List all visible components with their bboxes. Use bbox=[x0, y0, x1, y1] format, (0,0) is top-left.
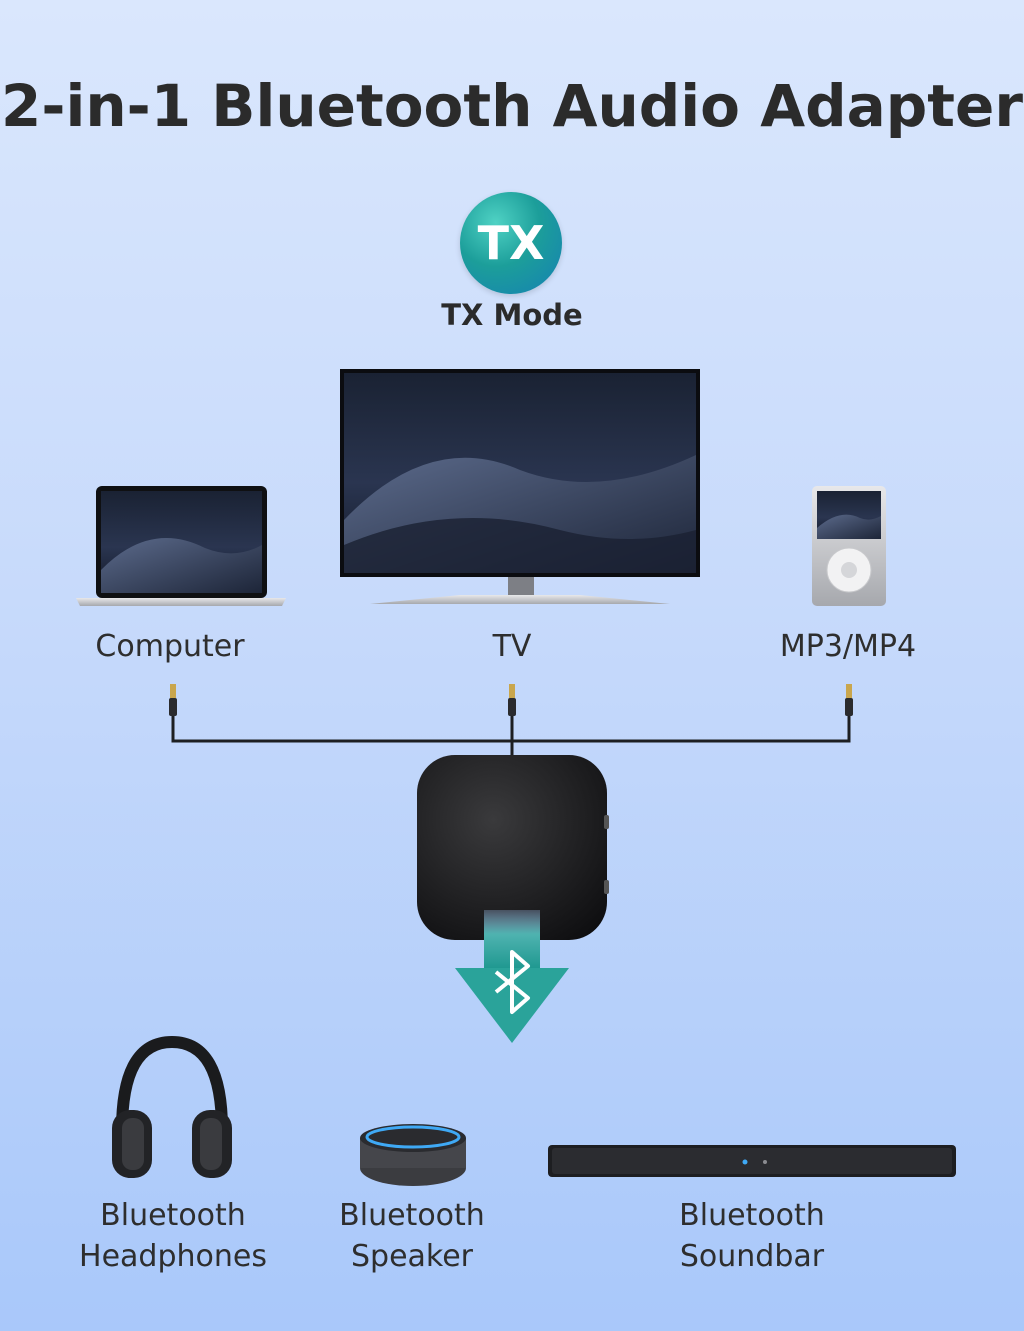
target-line2: Soundbar bbox=[679, 1239, 825, 1274]
smart-speaker-icon bbox=[360, 1124, 466, 1186]
soundbar-icon bbox=[548, 1145, 956, 1177]
source-label-tv: TV bbox=[492, 629, 532, 664]
mp3-player-icon bbox=[812, 486, 886, 606]
bluetooth-icon bbox=[494, 950, 530, 1014]
target-line1: Bluetooth bbox=[339, 1198, 485, 1233]
target-line1: Bluetooth bbox=[100, 1198, 246, 1233]
bluetooth-arrow bbox=[455, 910, 569, 1043]
target-line2: Headphones bbox=[79, 1239, 267, 1274]
source-label-mp3: MP3/MP4 bbox=[779, 629, 917, 664]
laptop-icon bbox=[76, 486, 286, 606]
target-line2: Speaker bbox=[350, 1239, 474, 1274]
tx-mode-label: TX Mode bbox=[441, 298, 583, 332]
audio-cables bbox=[171, 715, 851, 760]
source-label-computer: Computer bbox=[95, 629, 245, 664]
tv-icon bbox=[340, 369, 700, 604]
bluetooth-adapter-icon bbox=[417, 755, 609, 940]
page-title: 2-in-1 Bluetooth Audio Adapter bbox=[1, 72, 1023, 140]
target-line1: Bluetooth bbox=[679, 1198, 825, 1233]
target-label-soundbar: Bluetooth Soundbar bbox=[650, 1195, 854, 1277]
tx-badge: TX bbox=[460, 192, 562, 294]
aux-plug-icon bbox=[169, 684, 853, 716]
target-label-speaker: Bluetooth Speaker bbox=[312, 1195, 512, 1277]
headphones-icon bbox=[112, 1035, 232, 1178]
target-label-headphones: Bluetooth Headphones bbox=[60, 1195, 286, 1277]
